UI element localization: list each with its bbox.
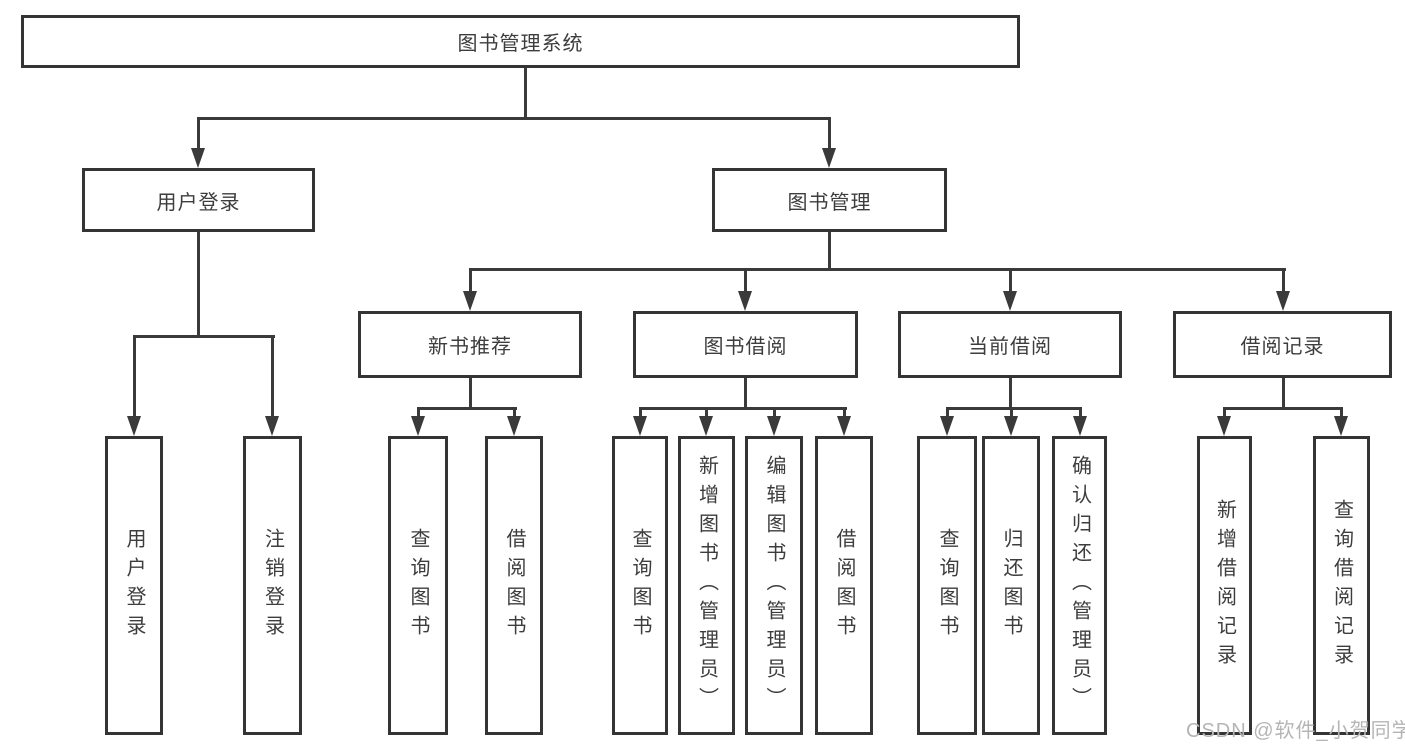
arrowhead-down-icon [837, 416, 851, 436]
leaf-label: 借阅图书 [503, 527, 525, 644]
arrowhead-down-icon [1334, 416, 1348, 436]
leaf-label: 新增借阅记录 [1213, 498, 1236, 673]
csdn-watermark: CSDN @软件_小贺同学 [1186, 720, 1405, 742]
connector-line [773, 407, 776, 419]
arrowhead-down-icon [1004, 416, 1018, 436]
connector-line [1010, 407, 1013, 419]
leaf-label: 查询借阅记录 [1330, 498, 1353, 673]
node-user-login: 用户登录 [82, 168, 315, 232]
arrowhead-down-icon [633, 416, 647, 436]
node-label: 图书管理 [787, 191, 872, 214]
node-book-borrow: 图书借阅 [633, 311, 858, 378]
connector-line [744, 268, 747, 294]
node-label: 新书推荐 [428, 336, 512, 358]
connector-line [639, 407, 847, 410]
node-label: 借阅记录 [1240, 336, 1325, 358]
arrowhead-down-icon [767, 416, 781, 436]
connector-line [843, 407, 846, 419]
leaf-borrow-books: 借阅图书 [815, 436, 873, 735]
connector-line [705, 407, 708, 419]
leaf-label: 新增图书（管理员） [695, 455, 718, 716]
arrowhead-down-icon [1217, 416, 1231, 436]
connector-line [1223, 407, 1226, 419]
arrowhead-down-icon [738, 291, 752, 311]
connector-line [469, 268, 472, 294]
arrowhead-down-icon [507, 416, 521, 436]
arrowhead-down-icon [1276, 291, 1290, 311]
connector-line [524, 68, 527, 120]
node-label: 当前借阅 [968, 336, 1052, 358]
leaf-label: 确认归还（管理员） [1068, 455, 1091, 716]
connector-line [1009, 268, 1012, 294]
connector-line [1009, 378, 1012, 410]
connector-line [1282, 268, 1285, 294]
node-label: 图书管理系统 [457, 33, 584, 55]
arrowhead-down-icon [940, 416, 954, 436]
leaf-return-books: 归还图书 [982, 436, 1040, 735]
leaf-query-borrow-record: 查询借阅记录 [1313, 436, 1370, 735]
connector-line [828, 232, 831, 271]
arrowhead-down-icon [463, 291, 477, 311]
node-root-library-system: 图书管理系统 [21, 15, 1020, 68]
leaf-confirm-return-admin: 确认归还（管理员） [1052, 436, 1107, 735]
connector-line [197, 117, 200, 151]
leaf-label: 用户登录 [123, 527, 145, 644]
connector-line [639, 407, 642, 419]
leaf-borrow-books-recommend: 借阅图书 [485, 436, 543, 735]
leaf-label: 查询图书 [629, 527, 651, 644]
connector-line [469, 378, 472, 410]
arrowhead-down-icon [411, 416, 425, 436]
arrowhead-down-icon [265, 416, 279, 436]
connector-line [1282, 378, 1285, 410]
connector-line [469, 268, 1286, 271]
leaf-logout: 注销登录 [243, 436, 302, 735]
node-label: 用户登录 [156, 191, 241, 214]
connector-line [828, 117, 831, 151]
leaf-user-login: 用户登录 [105, 436, 163, 735]
leaf-edit-books-admin: 编辑图书（管理员） [745, 436, 803, 735]
leaf-label: 查询图书 [407, 527, 429, 644]
node-book-management: 图书管理 [712, 168, 947, 232]
arrowhead-down-icon [1073, 416, 1087, 436]
node-borrow-records: 借阅记录 [1173, 311, 1392, 378]
leaf-query-books-current: 查询图书 [917, 436, 977, 735]
connector-line [197, 232, 200, 338]
connector-line [133, 335, 136, 420]
leaf-label: 注销登录 [261, 527, 284, 644]
leaf-add-books-admin: 新增图书（管理员） [678, 436, 735, 735]
node-new-book-recommend: 新书推荐 [358, 311, 582, 378]
arrowhead-down-icon [822, 148, 836, 168]
connector-line [1340, 407, 1343, 419]
connector-line [271, 335, 274, 420]
node-label: 图书借阅 [703, 336, 788, 358]
leaf-add-borrow-record: 新增借阅记录 [1197, 436, 1252, 735]
connector-line [133, 335, 275, 338]
connector-line [1079, 407, 1082, 419]
arrowhead-down-icon [699, 416, 713, 436]
connector-line [197, 117, 831, 120]
leaf-query-books-borrow: 查询图书 [612, 436, 668, 735]
arrowhead-down-icon [127, 416, 141, 436]
connector-line [744, 378, 747, 410]
leaf-label: 编辑图书（管理员） [763, 455, 785, 716]
connector-line [946, 407, 1082, 410]
arrowhead-down-icon [1003, 291, 1017, 311]
connector-line [417, 407, 420, 419]
connector-line [946, 407, 949, 419]
connector-line [1223, 407, 1343, 410]
arrowhead-down-icon [191, 148, 205, 168]
node-current-borrow: 当前借阅 [898, 311, 1122, 378]
connector-line [513, 407, 516, 419]
leaf-label: 归还图书 [1000, 527, 1022, 644]
connector-line [417, 407, 517, 410]
leaf-query-books-recommend: 查询图书 [388, 436, 448, 735]
leaf-label: 借阅图书 [833, 527, 855, 644]
leaf-label: 查询图书 [936, 527, 958, 644]
